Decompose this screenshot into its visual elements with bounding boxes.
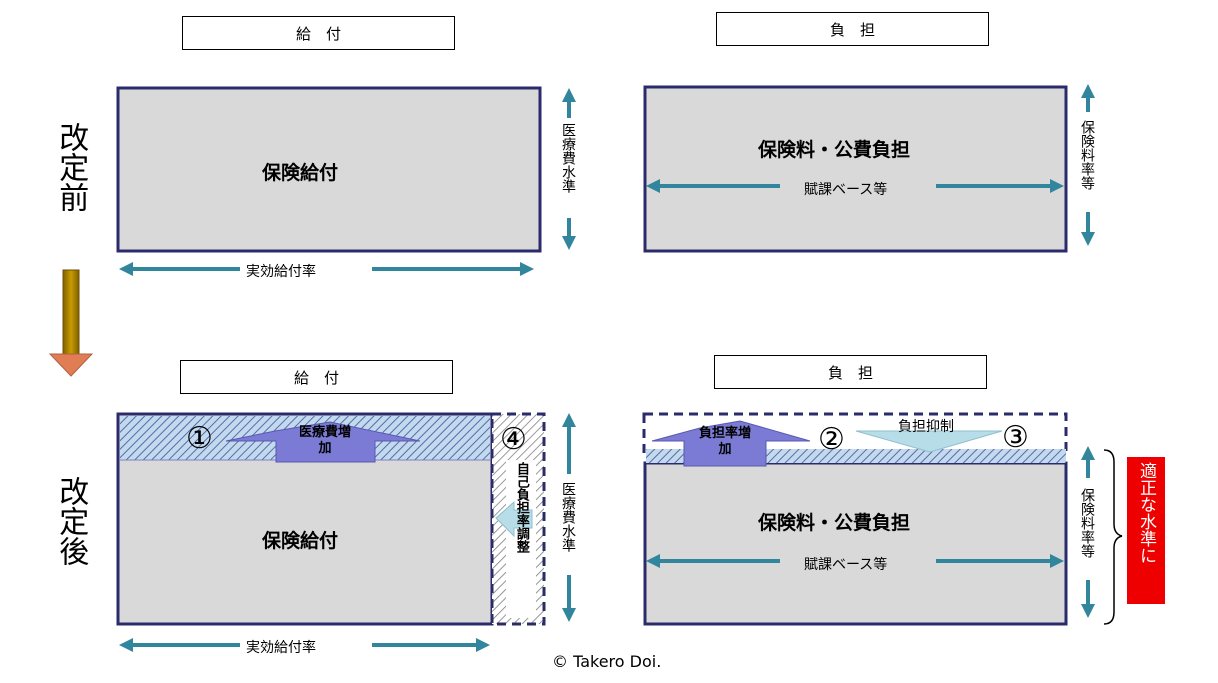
burden-restraint-label: 負担抑制 (898, 419, 954, 435)
copay-adjust-arrow (495, 500, 533, 538)
copay-adjust-label: 自己負担率調整 (513, 462, 529, 553)
marker-1: ① (186, 421, 213, 456)
burden-rate-increase-label: 負担率増加 (698, 426, 751, 458)
row-label-before: 改定前 (53, 122, 89, 212)
premium-rate-label-after: 保険料率等 (1079, 488, 1095, 558)
transition-down-arrow (48, 269, 94, 377)
premium-rate-arrow-after (1081, 446, 1095, 618)
medical-cost-arrow-after (562, 413, 576, 622)
row-label-after: 改定後 (53, 476, 89, 566)
marker-3: ③ (1002, 420, 1029, 455)
insurance-benefit-label-before: 保険給付 (262, 162, 339, 184)
assessment-label-after: 賦課ベース等 (804, 557, 888, 573)
burden-rate-increase-arrow (651, 420, 811, 467)
burden-box-after (643, 461, 1068, 626)
medical-cost-arrow-before (562, 88, 576, 250)
medical-cost-increase-label: 医療費増加 (298, 425, 351, 457)
assessment-label-before: 賦課ベース等 (804, 182, 888, 198)
effective-rate-label-before: 実効給付率 (246, 264, 316, 280)
assessment-arrow-after (646, 554, 1064, 568)
premium-rate-label-before: 保険料率等 (1079, 120, 1095, 190)
benefit-header-before: 給 付 (182, 16, 455, 50)
medical-cost-level-label-before: 医療費水準 (560, 123, 576, 193)
burden-restraint-arrow (855, 430, 1003, 453)
premium-rate-arrow-before (1081, 84, 1095, 246)
medical-cost-increase-arrow (225, 421, 421, 463)
marker-4: ④ (500, 422, 527, 457)
effective-rate-arrow-after (119, 638, 490, 652)
appropriate-level-brace (1103, 449, 1123, 625)
benefit-box-before (116, 86, 542, 253)
burden-box-before (643, 85, 1068, 253)
appropriate-level-label: 適正な水準に (1136, 462, 1156, 564)
effective-rate-label-after: 実効給付率 (246, 640, 316, 656)
burden-header-before: 負 担 (716, 12, 989, 46)
assessment-arrow-before (646, 179, 1064, 193)
effective-rate-arrow-before (119, 262, 534, 276)
marker-2: ② (818, 422, 845, 457)
copyright: © Takero Doi. (552, 652, 662, 671)
appropriate-level-box (1127, 457, 1165, 604)
premium-burden-label-after: 保険料・公費負担 (758, 512, 911, 534)
insurance-benefit-label-after: 保険給付 (262, 530, 339, 552)
premium-burden-label-before: 保険料・公費負担 (758, 139, 911, 161)
burden-header-after: 負 担 (714, 355, 987, 389)
medical-cost-level-label-after: 医療費水準 (560, 482, 576, 552)
benefit-header-after: 給 付 (180, 360, 453, 394)
